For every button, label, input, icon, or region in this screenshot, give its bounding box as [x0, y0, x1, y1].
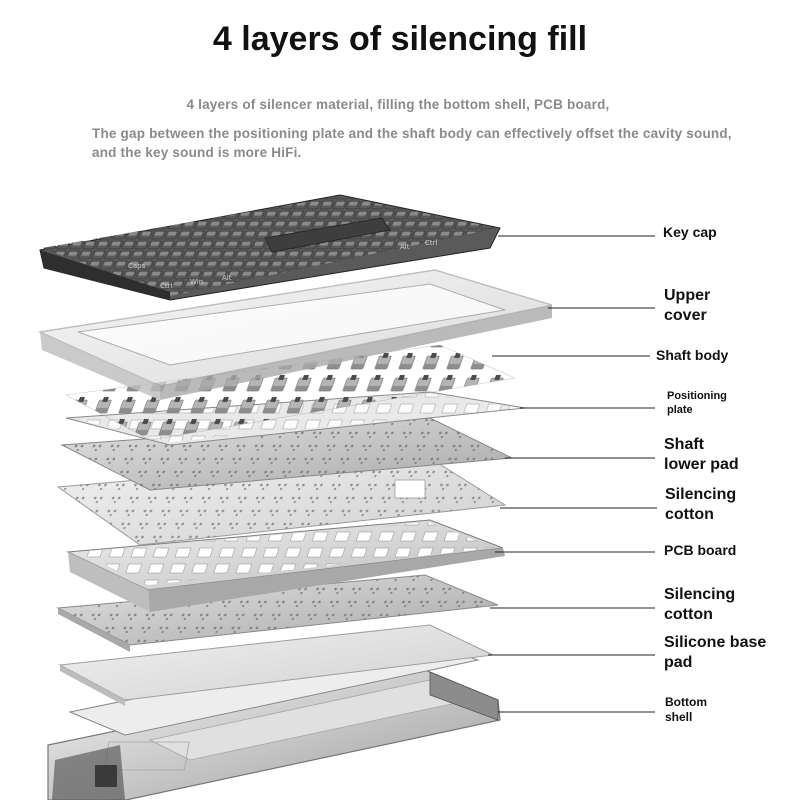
keycap-legend-alt-right: Alt [400, 243, 410, 251]
page-title: 4 layers of silencing fill [212, 20, 588, 58]
leader-lines [488, 235, 657, 713]
keycap-legend-caps: Caps [128, 262, 146, 270]
subtitle-line-1: 4 layers of silencer material, filling t… [186, 97, 610, 112]
keycap-legend-ctrl-right: Ctrl [425, 239, 438, 247]
label-shaft-body: Shaft body [656, 347, 729, 363]
keycap-legend-win: Win [190, 278, 203, 286]
subtitle-line-2: The gap between the positioning plate an… [92, 126, 732, 160]
keycap-legend-alt: Alt [222, 274, 232, 282]
upper-cover-part [37, 269, 553, 400]
label-pcb-board: PCB board [664, 542, 737, 558]
pcb-board-part [66, 519, 505, 612]
keycap-legend-ctrl: Ctrl [160, 282, 173, 290]
label-key-cap: Key cap [663, 224, 717, 240]
keycap-part: Ctrl Win Alt Caps Ctrl Alt [39, 194, 501, 301]
